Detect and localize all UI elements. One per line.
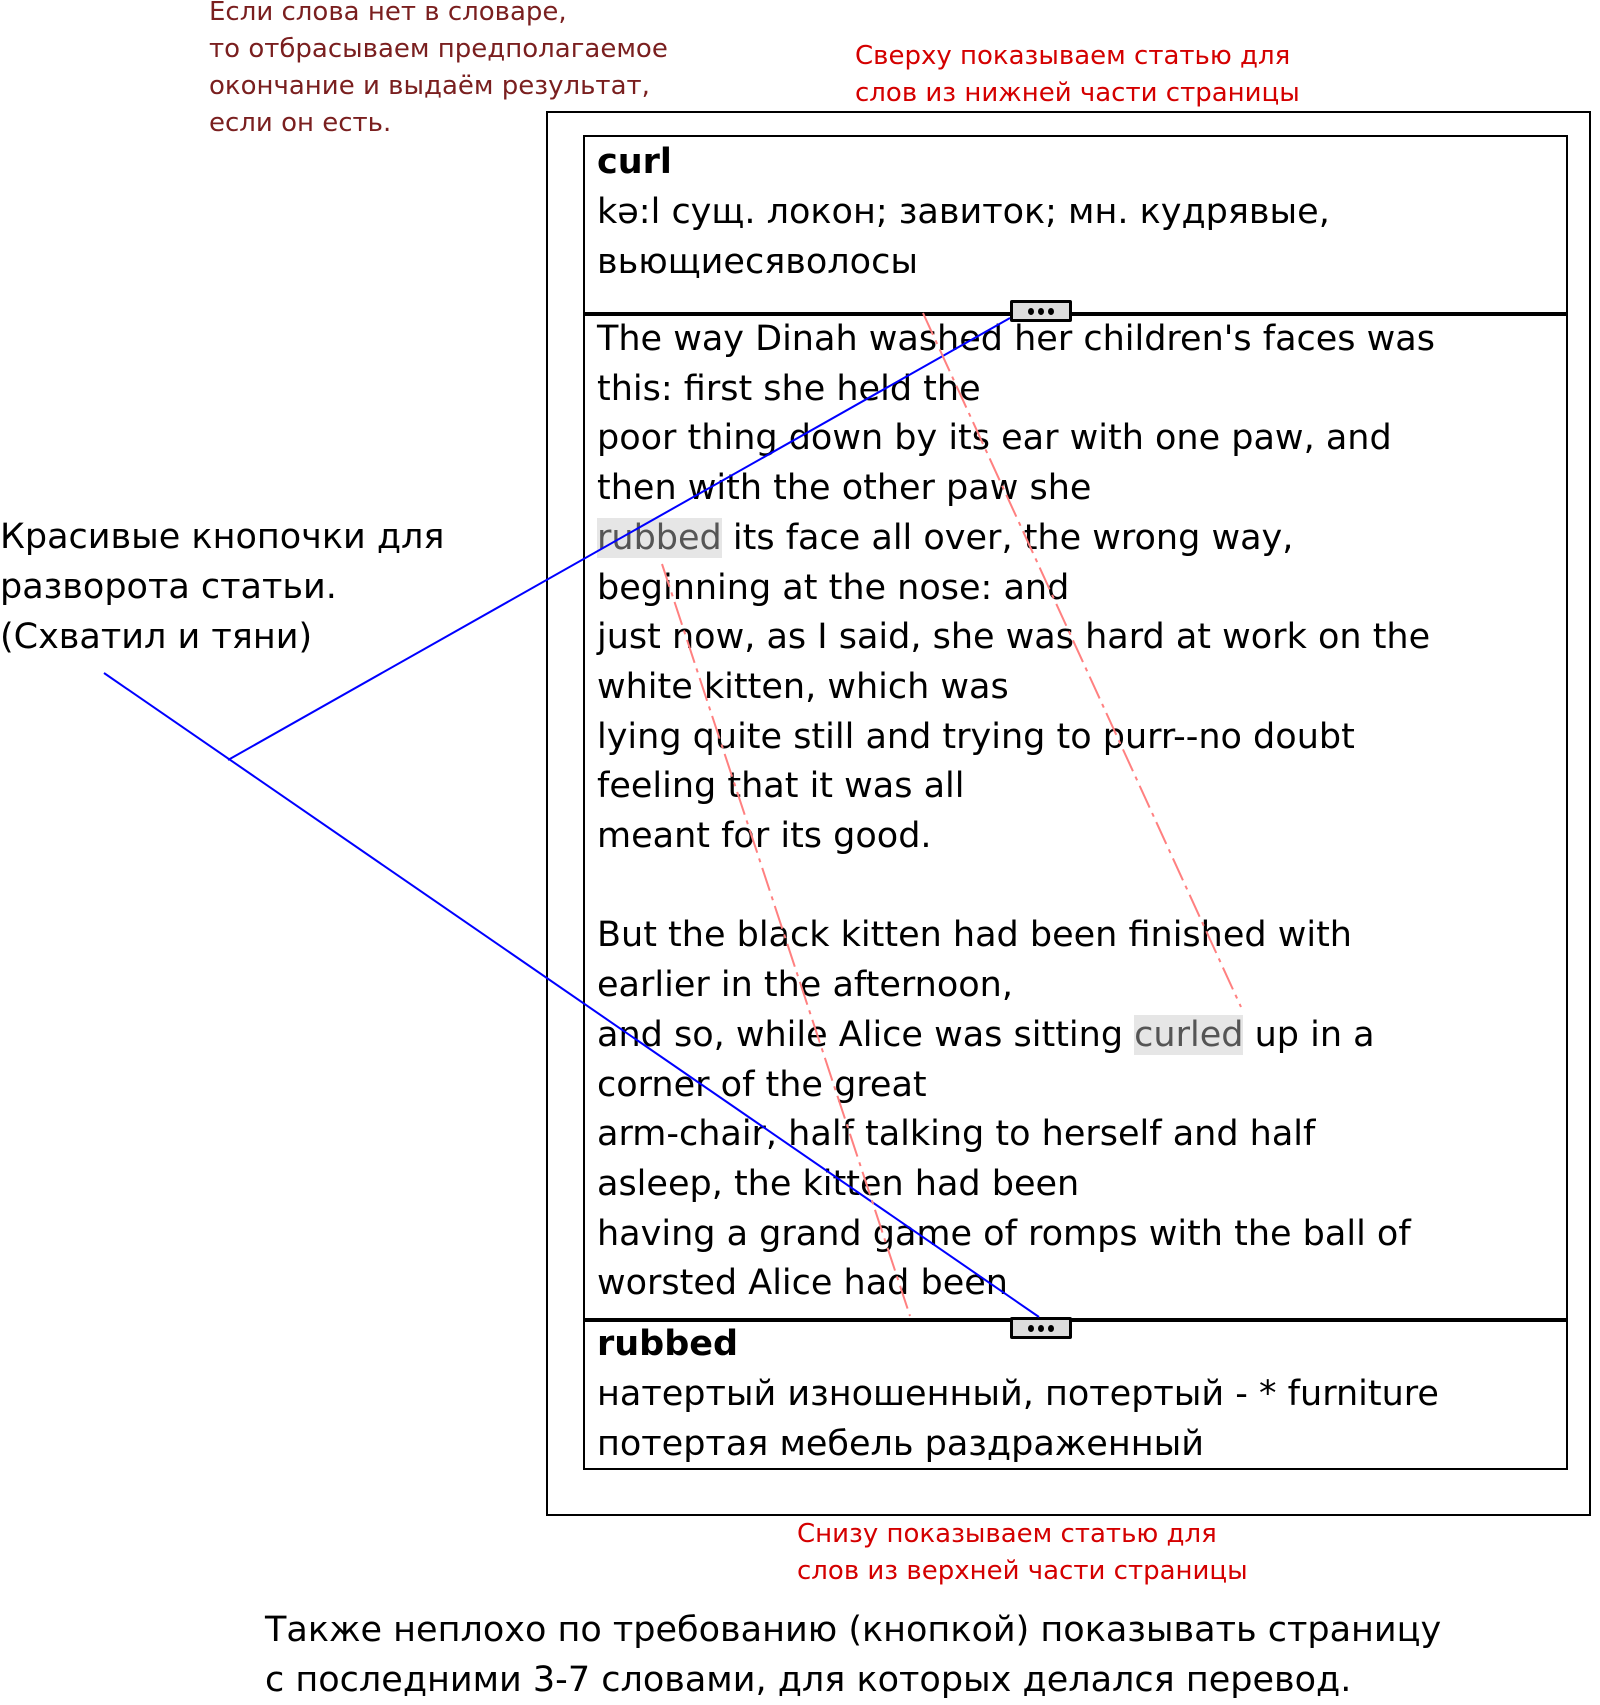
bottom-article-note: Снизу показываем статью для слов из верх… xyxy=(797,1519,1248,1586)
text-segment: up in a corner of the great arm-chair, h… xyxy=(597,1014,1411,1304)
top-entry-definition: kə:l сущ. локон; завиток; мн. кудрявые, … xyxy=(597,192,1330,282)
footer-note: Также неплохо по требованию (кнопкой) по… xyxy=(265,1610,1442,1700)
top-article-note: Сверху показываем статью для слов из ниж… xyxy=(855,41,1300,108)
dot-icon xyxy=(1038,1324,1044,1332)
dot-icon xyxy=(1028,1324,1034,1332)
bottom-divider xyxy=(585,1318,1566,1322)
bottom-resize-handle[interactable] xyxy=(1010,1317,1072,1339)
dot-icon xyxy=(1048,307,1054,315)
stem-fallback-note: Если слова нет в словаре, то отбрасываем… xyxy=(209,0,668,138)
highlighted-word-curled[interactable]: curled xyxy=(1134,1014,1244,1055)
book-text: The way Dinah washed her children's face… xyxy=(597,315,1435,1309)
buttons-note: Красивые кнопочки для разворота статьи. … xyxy=(0,517,445,657)
reader-screen: curl kə:l сущ. локон; завиток; мн. кудря… xyxy=(583,135,1568,1470)
bottom-dictionary-entry: rubbed натертый изношенный, потертый - *… xyxy=(597,1319,1547,1469)
dot-icon xyxy=(1038,307,1044,315)
top-dictionary-entry: curl kə:l сущ. локон; завиток; мн. кудря… xyxy=(597,137,1547,287)
top-entry-word: curl xyxy=(597,142,672,182)
dot-icon xyxy=(1048,1324,1054,1332)
bottom-entry-word: rubbed xyxy=(597,1324,739,1364)
text-segment: its face all over, the wrong way, beginn… xyxy=(597,517,1431,1055)
highlighted-word-rubbed[interactable]: rubbed xyxy=(597,517,722,558)
text-segment: The way Dinah washed her children's face… xyxy=(597,319,1435,509)
bottom-entry-definition: натертый изношенный, потертый - * furnit… xyxy=(597,1374,1439,1464)
dot-icon xyxy=(1028,307,1034,315)
